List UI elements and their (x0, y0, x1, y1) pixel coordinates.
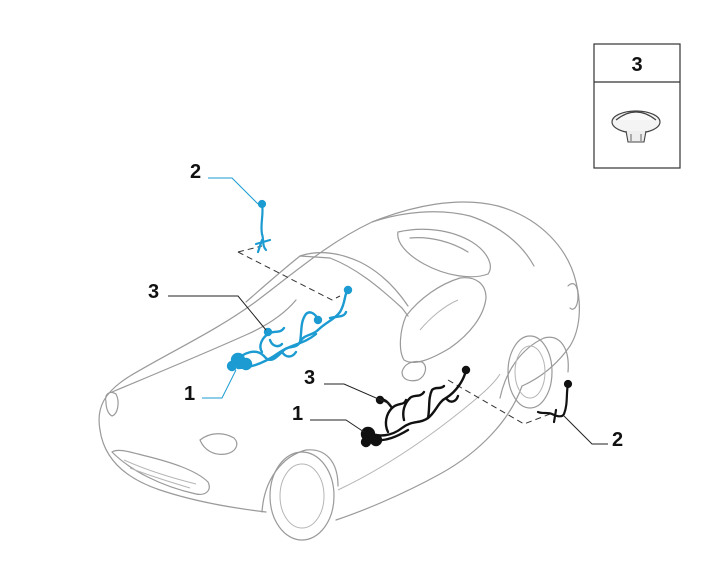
callout-black-clip: 3 (304, 367, 315, 389)
leader-lines (168, 177, 608, 445)
dashed-guide-lines (237, 245, 551, 425)
callout-black-harness: 1 (292, 403, 303, 425)
callout-blue-clip: 3 (148, 281, 159, 303)
blue-wiring-harness (226, 285, 353, 372)
callout-blue-connector: 2 (190, 161, 201, 183)
inset-label: 3 (631, 54, 642, 76)
black-wiring-harness (360, 365, 471, 448)
blue-connector-part (254, 199, 272, 254)
car-outline (98, 201, 580, 541)
black-connector-part (536, 379, 573, 424)
callout-blue-harness: 1 (184, 383, 195, 405)
callout-black-connector: 2 (612, 429, 623, 451)
inset-part-3: 3 (593, 43, 681, 169)
clip-fastener-icon (611, 110, 661, 143)
